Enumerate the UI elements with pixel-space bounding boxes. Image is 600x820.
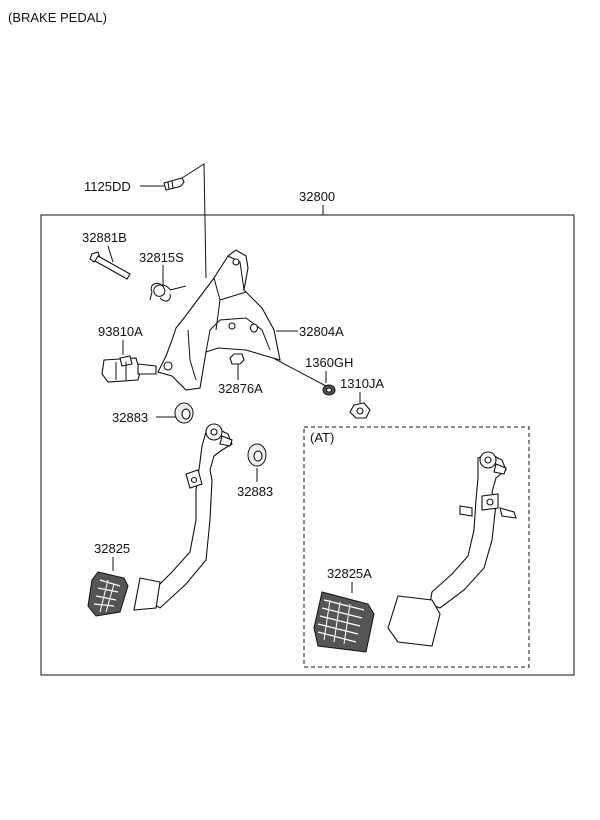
nut-1310JA	[349, 402, 371, 419]
pedal-pad-32825	[87, 571, 129, 617]
nut-32876A	[229, 353, 245, 365]
label-32800: 32800	[299, 189, 335, 204]
label-1360GH: 1360GH	[305, 355, 353, 370]
label-32804A: 32804A	[299, 324, 344, 339]
screw-1125DD	[163, 177, 185, 191]
label-32815S: 32815S	[139, 250, 184, 265]
label-93810A: 93810A	[98, 324, 143, 339]
leader-lines	[107, 163, 361, 593]
label-1310JA: 1310JA	[340, 376, 384, 391]
label-at: (AT)	[310, 430, 334, 445]
label-1125DD: 1125DD	[84, 179, 131, 194]
bracket-32804A	[157, 249, 281, 391]
label-32825A: 32825A	[327, 566, 372, 581]
bushing-32883-left	[174, 402, 194, 424]
pedal-pad-32825A	[313, 591, 375, 653]
at-variant-box	[303, 426, 530, 668]
label-32876A: 32876A	[218, 381, 263, 396]
label-32881B: 32881B	[82, 230, 127, 245]
assembly-box	[40, 214, 575, 676]
pedal-arm	[133, 423, 233, 611]
bolt-32881B	[89, 251, 131, 280]
switch-93810A	[101, 355, 157, 383]
label-32825: 32825	[94, 541, 130, 556]
at-pedal-arm	[387, 451, 517, 647]
bushing-32883-right	[247, 443, 267, 467]
diagram-title: (BRAKE PEDAL)	[8, 10, 107, 25]
label-32883-left: 32883	[112, 410, 148, 425]
washer-1360GH	[322, 384, 336, 396]
label-32883-right: 32883	[237, 484, 273, 499]
spring-32815S	[149, 282, 187, 302]
